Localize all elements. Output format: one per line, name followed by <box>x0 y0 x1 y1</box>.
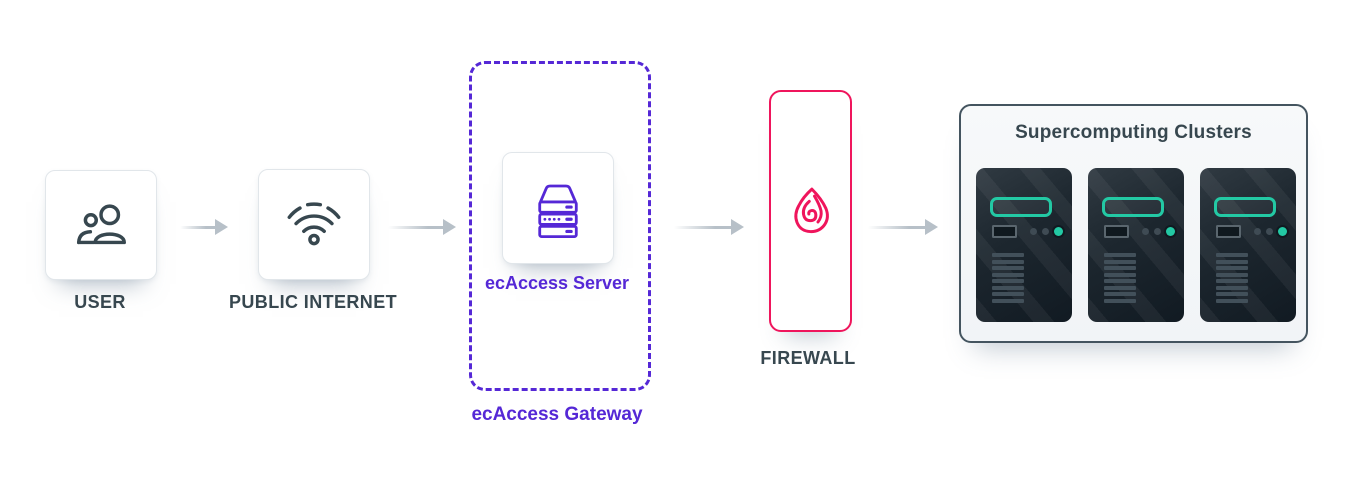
vent-bar <box>992 285 1024 290</box>
firewall-label: FIREWALL <box>760 348 856 368</box>
tower-drive-bay <box>1104 225 1129 238</box>
tower-vents <box>1216 253 1248 303</box>
vent-bar <box>1216 298 1248 303</box>
arrow-shaft <box>388 225 445 229</box>
arrow-head <box>215 219 228 235</box>
tower-status-dots <box>1254 227 1290 236</box>
arrow-shaft <box>868 225 927 229</box>
status-dot <box>1030 228 1037 235</box>
vent-bar <box>1216 272 1248 277</box>
tower-drive-bay <box>1216 225 1241 238</box>
arrow-head <box>731 219 744 235</box>
clusters-title: Supercomputing Clusters <box>1015 122 1252 143</box>
tower-drive-bay <box>992 225 1017 238</box>
ecaccess-gateway-label: ecAccess Gateway <box>471 404 643 425</box>
user-label: USER <box>74 292 126 312</box>
server-tower <box>976 168 1072 322</box>
server-stack-icon <box>528 178 588 238</box>
tower-vents <box>1104 253 1136 303</box>
ecaccess-server-card <box>502 152 614 264</box>
vent-bar <box>1104 292 1136 296</box>
tower-status-dots <box>1030 227 1066 236</box>
vent-bar <box>1216 292 1248 296</box>
vent-bar <box>1104 285 1136 290</box>
vent-bar <box>992 272 1024 277</box>
vent-bar <box>1104 272 1136 277</box>
status-dot <box>1266 228 1273 235</box>
status-dot <box>1154 228 1161 235</box>
vent-bar <box>1216 285 1248 290</box>
vent-bar <box>1104 279 1136 283</box>
vent-bar <box>1216 266 1248 270</box>
flow-arrow-2 <box>388 219 456 235</box>
status-dot <box>1254 228 1261 235</box>
vent-bar <box>992 292 1024 296</box>
tower-vents <box>992 253 1024 303</box>
flow-arrow-3 <box>674 219 744 235</box>
flow-arrow-1 <box>180 219 228 235</box>
ecaccess-gateway-boundary <box>469 61 651 391</box>
tower-status-dots <box>1142 227 1178 236</box>
vent-bar <box>1216 253 1248 257</box>
status-dot <box>1142 228 1149 235</box>
server-tower <box>1088 168 1184 322</box>
flow-arrow-4 <box>868 219 938 235</box>
arrow-head <box>443 219 456 235</box>
vent-bar <box>992 279 1024 283</box>
server-towers <box>976 168 1296 322</box>
vent-bar <box>1104 266 1136 270</box>
tower-display-slot <box>1214 197 1276 217</box>
tower-display-slot <box>1102 197 1164 217</box>
arrow-head <box>925 219 938 235</box>
vent-bar <box>1104 253 1136 257</box>
server-tower <box>1200 168 1296 322</box>
vent-bar <box>1104 259 1136 264</box>
ecaccess-server-label: ecAccess Server <box>484 273 630 293</box>
users-icon <box>70 194 132 256</box>
vent-bar <box>1216 279 1248 283</box>
status-dot <box>1042 228 1049 235</box>
arrow-shaft <box>180 225 217 229</box>
status-dot-active <box>1166 227 1175 236</box>
vent-bar <box>992 266 1024 270</box>
user-card <box>45 170 157 280</box>
flame-icon <box>783 183 839 239</box>
status-dot-active <box>1054 227 1063 236</box>
vent-bar <box>992 298 1024 303</box>
supercomputing-clusters-panel: Supercomputing Clusters <box>959 104 1308 343</box>
status-dot-active <box>1278 227 1287 236</box>
firewall-card <box>769 90 852 332</box>
vent-bar <box>992 259 1024 264</box>
vent-bar <box>1216 259 1248 264</box>
wifi-icon <box>283 194 345 256</box>
public-internet-label: PUBLIC INTERNET <box>229 292 397 312</box>
tower-display-slot <box>990 197 1052 217</box>
arrow-shaft <box>674 225 733 229</box>
public-internet-card <box>258 169 370 280</box>
vent-bar <box>992 253 1024 257</box>
vent-bar <box>1104 298 1136 303</box>
